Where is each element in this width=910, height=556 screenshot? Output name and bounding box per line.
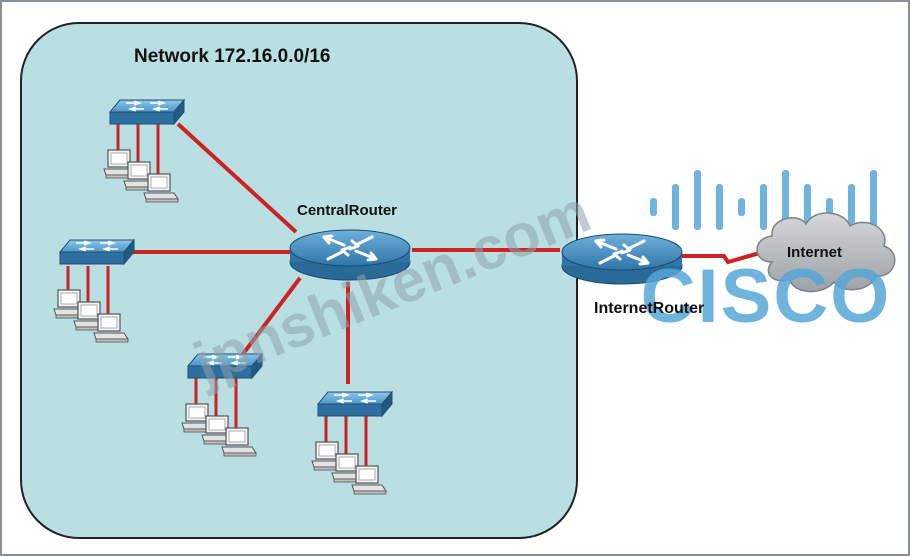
network-label: Network 172.16.0.0/16 xyxy=(134,46,330,67)
link-switch1-central xyxy=(176,122,298,234)
switch-2 xyxy=(59,239,135,265)
switch-4 xyxy=(317,391,393,417)
link-internet-router-cloud xyxy=(682,248,771,265)
cisco-logo xyxy=(650,170,877,230)
internet-cloud xyxy=(756,212,896,293)
central-router-label: CentralRouter xyxy=(297,202,397,219)
switch-1 xyxy=(109,99,185,125)
links xyxy=(132,122,771,384)
cisco-wordmark: CISCO xyxy=(641,254,892,339)
internet-router-label: InternetRouter xyxy=(594,300,704,317)
cloud-label: Internet xyxy=(787,244,842,261)
pc-drops xyxy=(66,124,368,466)
link-switch3-central xyxy=(238,276,302,360)
